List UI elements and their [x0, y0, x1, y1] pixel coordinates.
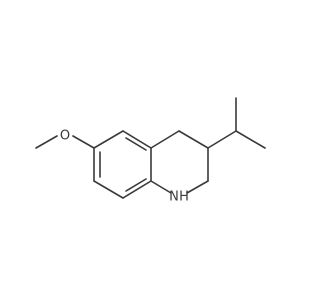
bond-ring-c5-c6: [122, 130, 152, 149]
bond-c4a-c4: [150, 130, 180, 149]
bond-methyl-oxygen: [35, 135, 58, 149]
bond-aromatic-inner-top: [125, 137, 147, 151]
atom-label-hydrogen: H: [179, 190, 189, 205]
bond-ring-c6-c1: [93, 130, 124, 149]
bond-isopropyl-methyl-right: [235, 130, 266, 149]
bond-c3-isopropyl: [207, 130, 237, 149]
bond-aromatic-inner-bottom: [125, 178, 147, 192]
bond-oxygen-aromatic: [72, 135, 95, 149]
atom-label-oxygen: O: [60, 129, 70, 144]
bond-c4-c3: [178, 130, 209, 149]
atom-label-nitrogen: N: [169, 190, 179, 205]
bond-ring-c3-c4: [122, 180, 152, 199]
bond-ring-c2-c3: [93, 180, 124, 199]
bond-c2-n1: [186, 180, 209, 194]
bond-n1-c8a: [150, 180, 172, 194]
structure-canvas: O N H: [35, 97, 266, 205]
molecule-structure: O N H: [35, 97, 266, 205]
